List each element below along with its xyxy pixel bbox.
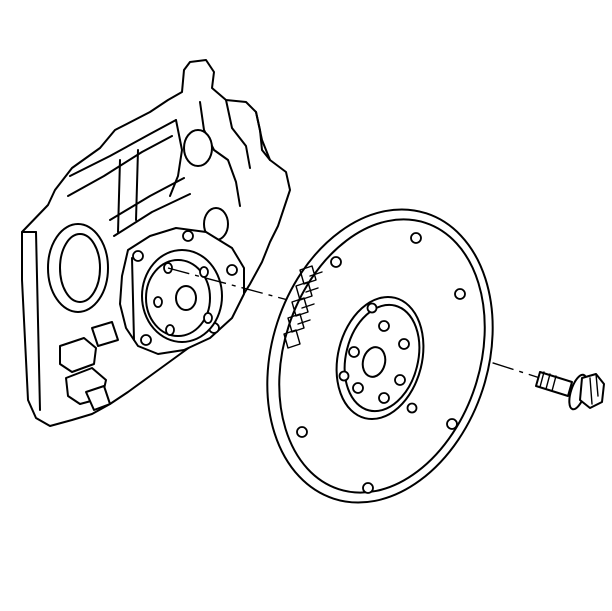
flywheel-outer-hole-3: [446, 418, 458, 430]
bolt-hex-edge-2: [595, 373, 599, 397]
mount-lug-4: [91, 321, 119, 347]
ring-gear-teeth: [283, 265, 323, 349]
block-edge-line: [35, 231, 41, 411]
housing-bolt-2: [182, 230, 194, 242]
crank-bolt-hole-5: [165, 324, 175, 336]
flywheel-center-hole: [361, 346, 387, 378]
hub-bolt-hole-1: [378, 320, 390, 332]
bolt-thread-2: [545, 373, 551, 390]
flywheel-hub-ring: [343, 303, 421, 413]
rib-1: [69, 119, 177, 177]
rib-5: [225, 99, 251, 169]
crank-bolt-hole-2: [199, 266, 209, 278]
crankshaft-flange: [141, 249, 223, 343]
hub-bolt-hole-6: [348, 346, 360, 358]
housing-bolt-3: [226, 264, 238, 276]
cylinder-bore: [47, 223, 109, 313]
strut-2: [113, 193, 191, 237]
hub-bolt-hole-2: [398, 338, 410, 350]
gear-tooth-4: [287, 313, 305, 333]
housing-bolt-5: [140, 334, 152, 346]
gear-tooth-edge-1: [309, 271, 323, 277]
seal-housing-edge: [131, 257, 135, 341]
crank-bolt-hole-3: [153, 296, 163, 308]
engine-block: [21, 59, 291, 427]
crank-flange-rim: [145, 259, 211, 337]
flywheel-inner-rim: [278, 218, 486, 494]
strut-4: [135, 149, 139, 221]
hub-outer-hole-3: [338, 370, 350, 382]
bolt-hex-edge-1: [589, 377, 593, 405]
hub-bolt-hole-5: [352, 382, 364, 394]
rib-2: [67, 135, 173, 197]
rib-6: [255, 111, 271, 161]
hub-outer-hole-1: [366, 302, 378, 314]
crank-pilot-bore: [175, 285, 197, 311]
boss: [183, 129, 213, 167]
cylinder-bore-inner: [59, 233, 101, 303]
flywheel-outer-hole-6: [330, 256, 342, 268]
bolt-thread-3: [551, 375, 557, 392]
rib-4: [199, 101, 241, 207]
flywheel: [266, 208, 494, 504]
gear-tooth-5: [283, 329, 301, 349]
flywheel-outer-hole-1: [410, 232, 422, 244]
hub-bolt-hole-4: [378, 392, 390, 404]
mount-lug-3: [85, 385, 111, 411]
crank-bolt-hole-4: [203, 312, 213, 324]
hub-bolt-hole-3: [394, 374, 406, 386]
strut-1: [109, 177, 185, 221]
gear-tooth-edge-3: [301, 303, 315, 309]
hub-outer-hole-2: [406, 402, 418, 414]
flywheel-bolt: [535, 371, 605, 411]
mount-lug-1: [59, 337, 97, 373]
housing-bolt-1: [132, 250, 144, 262]
gear-tooth-2: [295, 281, 313, 301]
flywheel-outer-hole-5: [296, 426, 308, 438]
flywheel-outer-hole-4: [362, 482, 374, 494]
flywheel-outer-hole-2: [454, 288, 466, 300]
strut-3: [117, 159, 121, 233]
bolt-thread-1: [539, 371, 545, 388]
gear-tooth-3: [291, 297, 309, 317]
gear-tooth-1: [299, 265, 317, 285]
gear-tooth-edge-4: [297, 319, 311, 325]
gear-tooth-edge-2: [305, 287, 319, 293]
rib-3: [169, 119, 183, 197]
